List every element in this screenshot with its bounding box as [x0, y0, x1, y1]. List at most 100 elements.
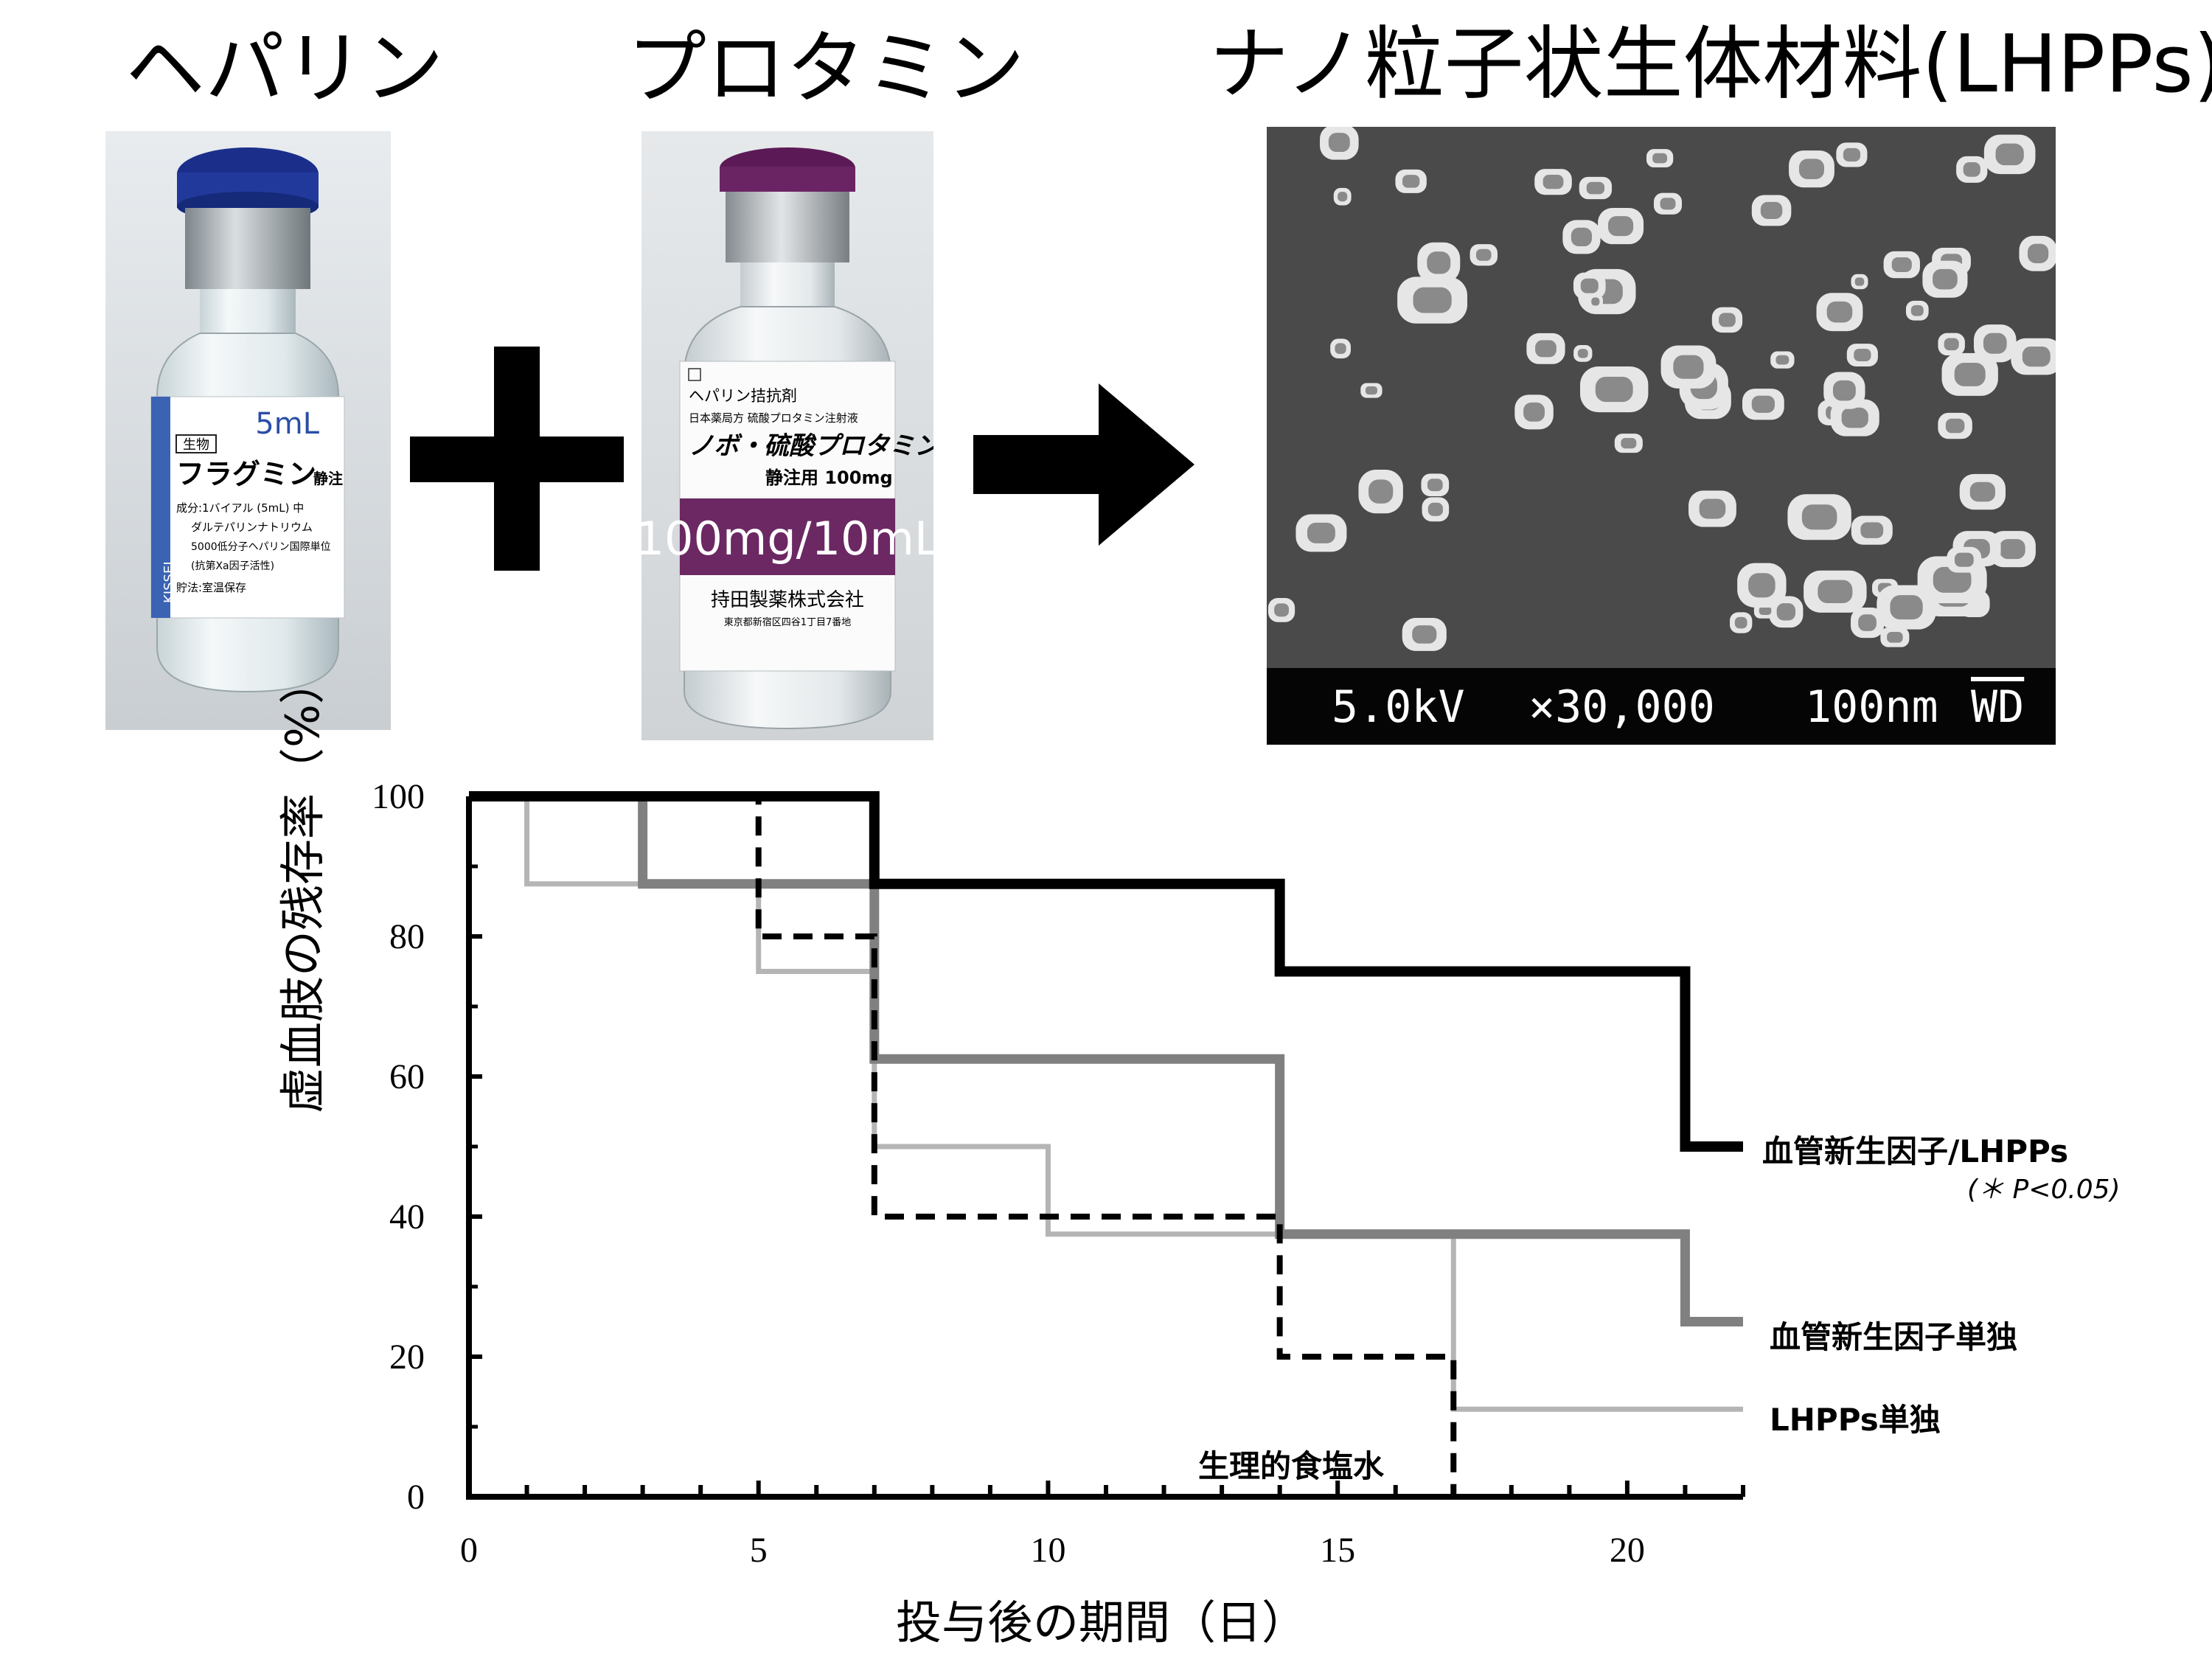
sem-particle: [1358, 469, 1403, 514]
sem-particle: [1587, 293, 1603, 310]
sem-particle: [1877, 585, 1936, 630]
sem-particle: [1804, 570, 1867, 613]
sem-particle: [1360, 383, 1382, 398]
sem-voltage: 5.0kV: [1332, 681, 1465, 733]
sem-particle: [1614, 434, 1643, 453]
vial2-pharmacopeia: 日本薬局方 硫酸プロタミン注射液: [689, 411, 858, 425]
protamine-vial-photo: ヘパリン拮抗剤 日本薬局方 硫酸プロタミン注射液 ノボ・硫酸プロタミン 静注用 …: [636, 131, 942, 740]
vial1-maker: KISSEI: [161, 561, 177, 603]
sem-particle: [1737, 563, 1787, 608]
sem-particle: [1573, 344, 1593, 362]
sem-particle: [1421, 473, 1450, 497]
sem-particle: [1751, 195, 1792, 226]
sem-particle: [1660, 345, 1717, 389]
series-line-saline: [469, 793, 1457, 1497]
sem-particle: [1851, 274, 1868, 290]
sem-scale: 100nm: [1805, 681, 1938, 733]
vial1-line3: 5000低分子ヘパリン国際単位: [191, 541, 331, 553]
sem-particle: [1330, 338, 1351, 359]
y-axis-title: 虚血肢の残存率（%）: [276, 658, 330, 1113]
plus-sign-vertical: [494, 347, 540, 571]
sem-particle: [1653, 192, 1683, 215]
vial1-brand: フラグミン: [176, 458, 316, 490]
vial1-line2: ダルテパリンナトリウム: [191, 521, 313, 534]
x-tick-label: 0: [460, 1531, 478, 1570]
sem-particle: [1534, 169, 1572, 195]
vial2-maker: 持田製薬株式会社: [711, 589, 864, 611]
arrow-right-icon: [973, 383, 1194, 546]
heparin-vial-photo: KISSEI 5mL 生物 フラグミン 静注 成分:1バイアル (5mL) 中 …: [105, 131, 391, 730]
sem-particle: [1816, 293, 1863, 332]
sem-particle: [1514, 394, 1554, 430]
series-line-factor-only: [469, 791, 1743, 1326]
sem-particle: [1267, 597, 1295, 622]
series-label-factor-lhpps: 血管新生因子/LHPPs: [1762, 1133, 2069, 1169]
sem-particle: [1989, 531, 2036, 568]
sem-particle: [1646, 149, 1674, 168]
sem-particle: [2011, 338, 2056, 375]
sem-particle: [1711, 307, 1743, 333]
sem-particle: [1526, 333, 1565, 364]
sem-magnification: ×30,000: [1528, 681, 1715, 733]
series-line-factor-lhpps: [469, 791, 1743, 1152]
x-axis-title: 投与後の期間（日）: [896, 1596, 1308, 1649]
x-tick-label: 15: [1320, 1531, 1355, 1570]
sem-particle: [1295, 514, 1347, 552]
sem-particle: [1922, 260, 1968, 298]
vial2-route: 静注用 100mg: [765, 467, 893, 488]
sem-particle: [1851, 607, 1885, 639]
y-tick-label: 60: [389, 1057, 425, 1096]
sem-wd: WD: [1971, 681, 2025, 733]
vial1-category: 生物: [183, 437, 209, 453]
vial1-storage: 貯法:室温保存: [176, 581, 246, 594]
vial1-line4: (抗第Xa因子活性): [191, 560, 274, 572]
sem-particle: [1941, 352, 1998, 396]
vial2-address: 東京都新宿区四谷1丁目7番地: [724, 616, 852, 628]
sem-particle: [1395, 169, 1427, 193]
sem-particle: [1973, 324, 2017, 363]
x-tick-label: 20: [1610, 1531, 1645, 1570]
title-heparin: ヘパリン: [125, 23, 445, 115]
sem-info-bar: 5.0kV ×30,000 100nm WD: [1267, 668, 2056, 745]
y-tick-label: 40: [389, 1197, 425, 1237]
vial2-dose: 100mg/10mL: [641, 512, 933, 566]
x-tick-label: 10: [1030, 1531, 1065, 1570]
sem-particle: [1883, 251, 1920, 279]
sem-particle: [1562, 220, 1601, 254]
sem-particle: [1742, 389, 1784, 420]
sem-particle: [1770, 351, 1795, 369]
sem-particle: [1823, 372, 1865, 409]
vial2-type: ヘパリン拮抗剤: [689, 387, 797, 405]
p-value-annotation: (＊ P<0.05): [1967, 1175, 2121, 1205]
sem-particle: [1688, 490, 1736, 527]
y-tick-label: 0: [407, 1478, 425, 1517]
x-tick-label: 5: [750, 1531, 768, 1570]
sem-particle: [1579, 176, 1613, 200]
sem-particle: [1947, 546, 1982, 573]
title-protamine: プロタミン: [627, 23, 1026, 115]
sem-particle: [1956, 156, 1988, 183]
series-label-lhpps-only: LHPPs単独: [1770, 1402, 1941, 1438]
sem-particle: [1470, 244, 1498, 266]
sem-particle: [1397, 276, 1468, 324]
sem-particle: [1320, 127, 1359, 160]
vial1-brand-suffix: 静注: [313, 470, 343, 487]
sem-particle: [1938, 412, 1972, 439]
sem-particle: [1983, 134, 2036, 175]
sem-particle: [1836, 142, 1868, 167]
sem-particle: [1938, 333, 1965, 355]
vial1-line1: 成分:1バイアル (5mL) 中: [176, 501, 304, 515]
sem-particle: [1417, 242, 1461, 283]
sem-particle: [2019, 235, 2056, 271]
sem-particle: [1846, 344, 1878, 366]
sem-particle: [1598, 208, 1644, 245]
sem-particle: [1787, 494, 1851, 540]
sem-particle: [1789, 150, 1834, 188]
sem-particle: [1573, 272, 1606, 299]
sem-particle: [1580, 366, 1649, 413]
sem-particle: [1402, 617, 1447, 651]
vial2-brand: ノボ・硫酸プロタミン: [689, 431, 933, 461]
vial1-volume: 5mL: [255, 407, 319, 441]
sem-particle: [1905, 300, 1929, 321]
